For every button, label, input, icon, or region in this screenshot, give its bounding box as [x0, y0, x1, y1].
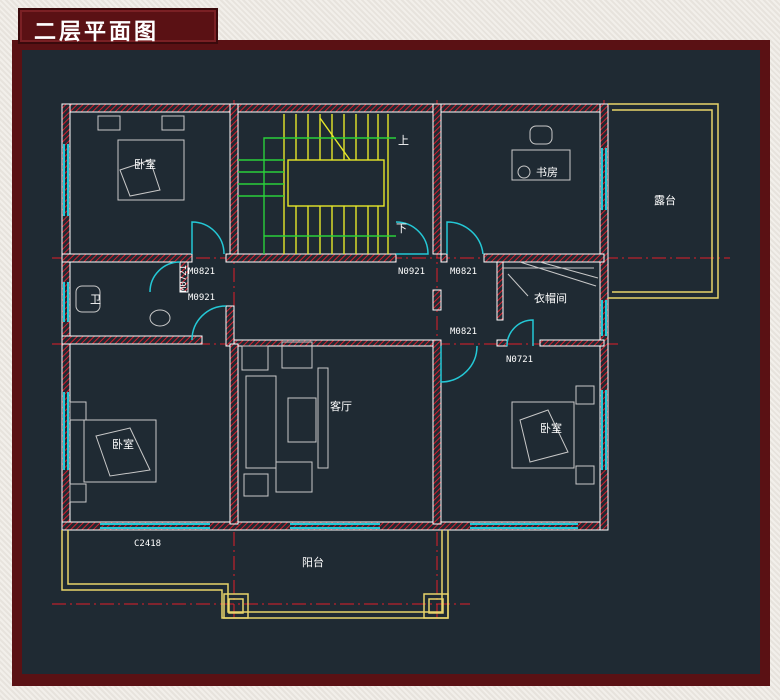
walls: [61, 103, 609, 531]
windows: [63, 144, 607, 529]
door-code: M0821: [450, 327, 477, 337]
room-label-study: 书房: [536, 166, 558, 179]
door-code: N0921: [398, 267, 425, 277]
cad-canvas: [22, 50, 760, 674]
room-label-balcony-south: 阳台: [302, 555, 324, 569]
room-label-bedroom-se: 卧室: [540, 421, 562, 435]
door-code: M0721: [179, 265, 189, 292]
room-label-balcony-east: 露台: [654, 193, 676, 207]
east-balcony: [608, 103, 719, 299]
room-label-closet: 衣帽间: [534, 291, 567, 305]
room-label-bedroom-nw: 卧室: [134, 157, 156, 171]
door-code: N0721: [506, 355, 533, 365]
room-label-bathroom: 卫: [90, 293, 101, 306]
stair-up-label: 上: [398, 134, 409, 147]
room-label-living: 客厅: [330, 399, 352, 413]
door-swings: [149, 221, 534, 383]
staircase: 上 下: [238, 114, 409, 254]
window-code: C2418: [134, 539, 161, 549]
door-code: M0921: [188, 293, 215, 303]
stair-down-label: 下: [396, 222, 407, 235]
furniture: [69, 115, 599, 503]
page-title: 二层平面图: [34, 20, 160, 45]
title-tab: [18, 8, 218, 44]
room-label-bedroom-sw: 卧室: [112, 437, 134, 451]
south-balcony: [61, 530, 449, 619]
door-code: M0821: [450, 267, 477, 277]
door-code: M0821: [188, 267, 215, 277]
